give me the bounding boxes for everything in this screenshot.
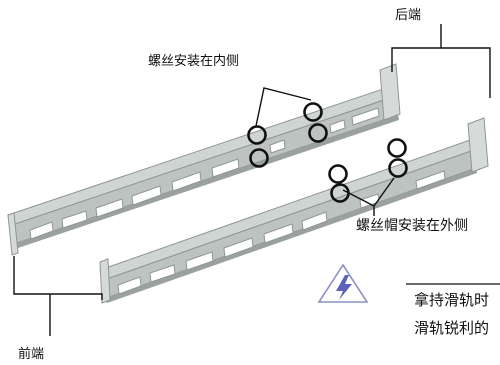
outer-nut-markers	[328, 138, 408, 203]
nut-marker	[387, 138, 407, 158]
screws-inside-label: 螺丝安装在内侧	[148, 54, 240, 69]
upper-rail	[7, 63, 401, 256]
nuts-outside-label: 螺丝帽安装在外侧	[356, 218, 468, 234]
front-end-callout	[13, 256, 103, 300]
inner-screw-markers	[247, 102, 328, 168]
screw-marker	[247, 125, 267, 145]
rear-end-callout	[391, 47, 491, 98]
lower-rail	[99, 117, 489, 304]
callout-lines	[13, 24, 491, 336]
caution-lightning-icon	[317, 263, 369, 303]
rear-end-label: 后端	[395, 8, 422, 23]
nut-marker	[388, 158, 408, 178]
warning-text-line-2: 滑轨锐利的	[414, 319, 490, 337]
screw-marker	[249, 148, 269, 168]
nut-marker	[328, 164, 348, 184]
screw-marker	[303, 102, 323, 122]
warning-text-line-1: 拿持滑轨时	[414, 291, 490, 309]
front-end-label: 前端	[18, 347, 45, 362]
screw-marker	[308, 123, 328, 143]
inner-screw-callout	[255, 87, 312, 127]
